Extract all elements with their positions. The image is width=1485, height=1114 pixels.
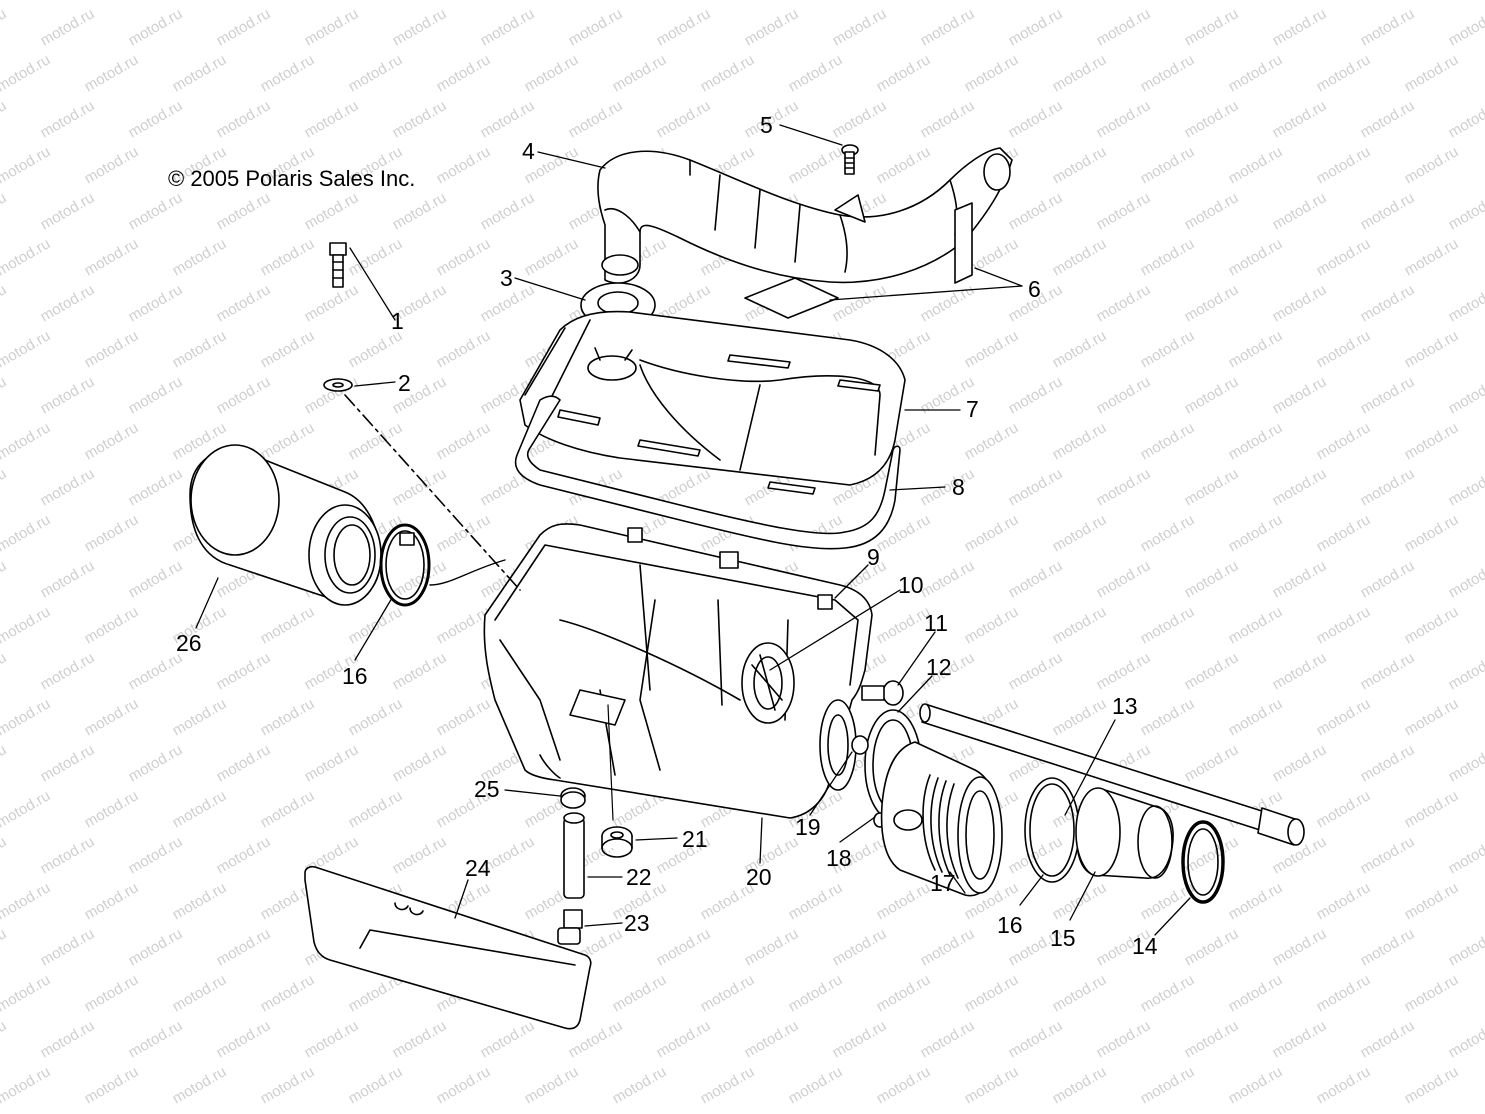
callout-26: 26 [176, 630, 202, 656]
callout-17: 17 [930, 870, 956, 896]
bolt-1 [330, 243, 346, 287]
callout-6: 6 [1028, 276, 1041, 302]
callout-22: 22 [626, 864, 652, 890]
spacer-leader [607, 704, 614, 821]
callout-10: 10 [898, 572, 924, 598]
callout-3: 3 [500, 265, 513, 291]
callout-4: 4 [522, 138, 535, 164]
callout-16-right: 16 [997, 912, 1023, 938]
panel-24 [305, 867, 591, 1029]
callout-25: 25 [474, 776, 500, 802]
callout-2: 2 [398, 370, 411, 396]
clamp-16-left [381, 525, 429, 605]
clamp-16-right [1025, 778, 1079, 882]
drain-plug-23 [558, 910, 582, 944]
washer-2 [324, 379, 352, 391]
callout-19: 19 [795, 814, 821, 840]
breather-tube-13 [920, 704, 1304, 845]
intake-boot-17 [882, 742, 1002, 896]
airbox-base-20 [484, 524, 872, 818]
callout-11: 11 [924, 610, 948, 636]
copyright-notice: © 2005 Polaris Sales Inc. [168, 166, 416, 191]
drain-tube-22 [564, 813, 584, 898]
filter-connection-line [429, 559, 506, 586]
bolt-axis-line [344, 394, 521, 591]
callout-13: 13 [1112, 693, 1138, 719]
air-filter-26 [190, 445, 381, 605]
clamp-14 [1183, 822, 1223, 902]
callout-21: 21 [682, 826, 708, 852]
intake-duct [598, 148, 1012, 283]
callout-24: 24 [465, 855, 491, 881]
decals-6 [745, 203, 972, 318]
callout-20: 20 [746, 864, 772, 890]
callout-12: 12 [926, 654, 952, 680]
airbox-seal-8 [516, 396, 900, 549]
callout-8: 8 [952, 474, 965, 500]
callout-23: 23 [624, 910, 650, 936]
callout-18: 18 [826, 845, 852, 871]
clamp-25 [561, 788, 585, 808]
spacer-21 [602, 827, 632, 857]
callout-5: 5 [760, 112, 773, 138]
boot-15 [1076, 788, 1173, 878]
callout-15: 15 [1050, 925, 1076, 951]
callout-1: 1 [391, 308, 404, 334]
part-11 [862, 681, 903, 705]
callout-7: 7 [966, 396, 979, 422]
callout-14: 14 [1132, 933, 1158, 959]
callout-9: 9 [867, 544, 880, 570]
screw-5 [842, 145, 858, 174]
airbox-cover-7 [520, 312, 905, 494]
callout-16-left: 16 [342, 663, 368, 689]
leader-lines [195, 124, 1191, 936]
